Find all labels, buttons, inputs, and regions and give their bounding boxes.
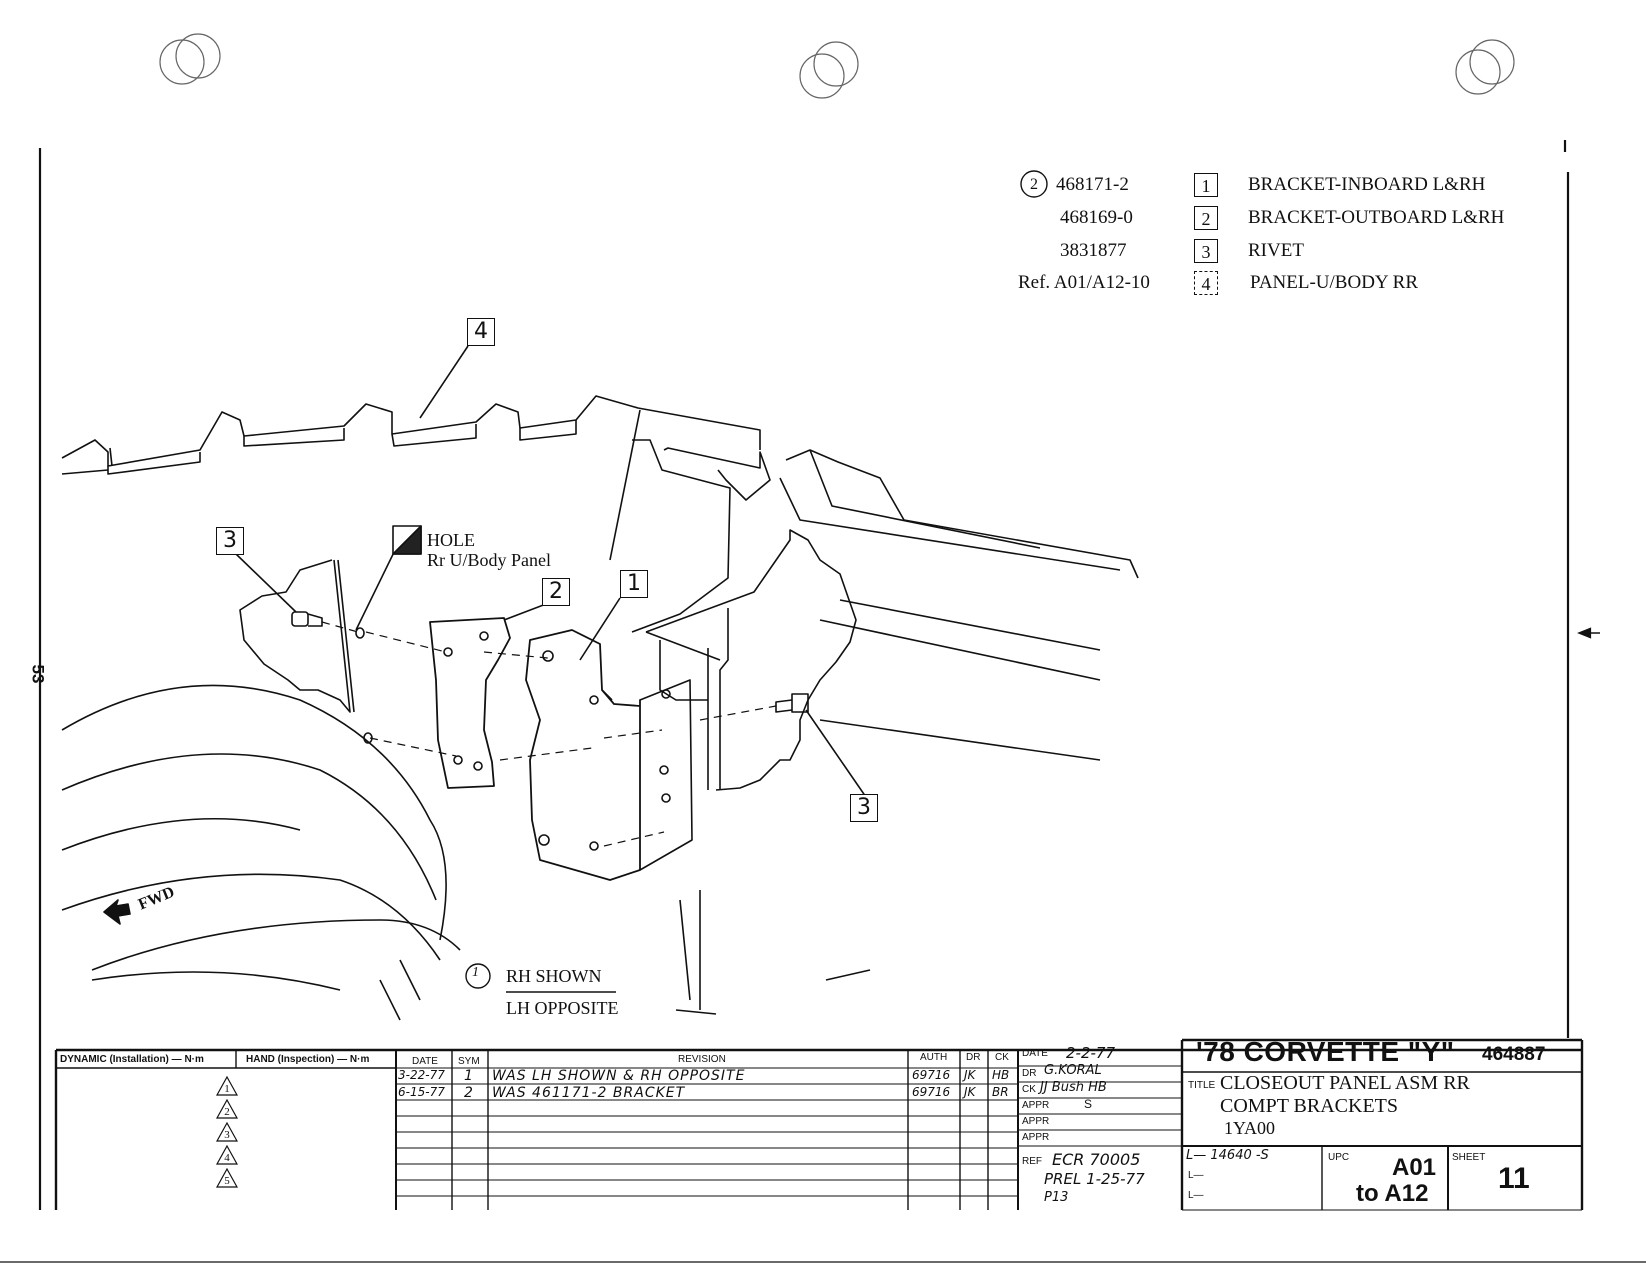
drawing-number: 464887 (1482, 1044, 1546, 1065)
parts-list-row: 468169-0 2 BRACKET-OUTBOARD L&RH (1014, 203, 1554, 233)
item-number-box: 4 (1194, 271, 1218, 295)
torque-row-marker: 4 (216, 1145, 238, 1165)
part-number: 468171-2 (1056, 174, 1129, 195)
callout-bracket-outboard: 2 (542, 578, 570, 606)
hole-sublabel: Rr U/Body Panel (427, 550, 551, 570)
revision-header-dr: DR (966, 1052, 981, 1063)
part-description: RIVET (1248, 240, 1304, 261)
model-title: '78 CORVETTE "Y" (1196, 1036, 1455, 1067)
title-line-2: COMPT BRACKETS (1220, 1095, 1399, 1117)
panel-illustration (61, 170, 1139, 1021)
approval-appr-label: APPR (1022, 1100, 1050, 1111)
torque-row-marker: 2 (216, 1099, 238, 1119)
l-line-2: L— (1188, 1170, 1204, 1181)
revision-header-date: DATE (412, 1056, 438, 1067)
revision-auth: 69716 (912, 1068, 951, 1082)
approval-appr-value: S (1084, 1097, 1093, 1111)
revision-text: WAS 461171-2 BRACKET (492, 1085, 686, 1101)
revision-dr: JK (964, 1068, 976, 1082)
torque-dynamic-header: DYNAMIC (Installation) — N·m (60, 1054, 204, 1065)
parts-list-row: Ref. A01/A12-10 4 PANEL-U/BODY RR (1014, 268, 1554, 298)
revision-date: 6-15-77 (398, 1085, 445, 1099)
approval-p: P13 (1044, 1190, 1069, 1205)
torque-row-marker: 1 (216, 1076, 238, 1096)
approval-ck-value: JJ Bush HB (1040, 1080, 1107, 1095)
frame (0, 140, 1646, 1263)
approval-ref-value: ECR 70005 (1052, 1150, 1141, 1169)
upc-value-2: to A12 (1356, 1180, 1429, 1207)
rh-shown-label: RH SHOWN (506, 966, 602, 986)
parts-list-row: 2 468171-2 1 BRACKET-INBOARD L&RH (1014, 170, 1554, 200)
approval-dr-value: G.KORAL (1044, 1063, 1102, 1078)
lh-opposite-label: LH OPPOSITE (506, 998, 619, 1018)
revision-dr: JK (964, 1085, 976, 1099)
approval-appr-label: APPR (1022, 1116, 1050, 1127)
part-number: Ref. A01/A12-10 (1018, 272, 1150, 293)
item-number-box: 1 (1194, 173, 1218, 197)
torque-row-marker: 3 (216, 1122, 238, 1142)
part-number: 468169-0 (1060, 207, 1133, 228)
approval-prel: PREL 1-25-77 (1044, 1170, 1145, 1188)
revision-text: WAS LH SHOWN & RH OPPOSITE (492, 1068, 746, 1084)
revision-header-sym: SYM (458, 1056, 480, 1067)
parts-list-row: 3831877 3 RIVET (1014, 236, 1554, 266)
callout-panel: 4 (467, 318, 495, 346)
binder-holes (159, 33, 1515, 99)
title-block-lines (54, 1038, 1584, 1211)
sheet-label: SHEET (1452, 1152, 1486, 1163)
hole-label: HOLE (427, 530, 475, 550)
note-index: 1 (472, 965, 479, 980)
revision-ck: BR (992, 1085, 1009, 1099)
revision-auth: 69716 (912, 1085, 951, 1099)
revision-header-revision: REVISION (678, 1054, 726, 1065)
title-label: TITLE (1188, 1080, 1216, 1091)
callout-bracket-inboard: 1 (620, 570, 648, 598)
sheet-value: 11 (1498, 1162, 1530, 1195)
part-number: 3831877 (1060, 240, 1127, 261)
approval-ck-label: CK (1022, 1084, 1036, 1095)
revision-header-auth: AUTH (920, 1052, 948, 1063)
part-description: BRACKET-OUTBOARD L&RH (1248, 207, 1505, 228)
revision-header-ck: CK (995, 1052, 1009, 1063)
approval-date-value: 2-2-77 (1066, 1044, 1115, 1062)
torque-hand-header: HAND (Inspection) — N·m (246, 1054, 370, 1065)
upc-value-1: A01 (1392, 1154, 1437, 1181)
l-line-1: L— 14640 -S (1186, 1148, 1269, 1163)
approval-appr-label: APPR (1022, 1132, 1050, 1143)
parts-list-index: 2 (1030, 176, 1038, 193)
torque-row-marker: 5 (216, 1168, 238, 1188)
item-number-box: 3 (1194, 239, 1218, 263)
title-line-1: CLOSEOUT PANEL ASM RR (1220, 1072, 1470, 1094)
l-line-3: L— (1188, 1190, 1204, 1201)
revision-date: 3-22-77 (398, 1068, 445, 1082)
part-description: PANEL-U/BODY RR (1250, 272, 1419, 293)
page-number: 53 (28, 664, 48, 684)
callout-rivet: 3 (216, 527, 244, 555)
title-line-3: 1YA00 (1224, 1118, 1276, 1138)
approval-date-label: DATE (1022, 1048, 1048, 1059)
item-number-box: 2 (1194, 206, 1218, 230)
callout-rivet: 3 (850, 794, 878, 822)
revision-sym: 1 (464, 1068, 473, 1084)
upc-label: UPC (1328, 1152, 1350, 1163)
approval-dr-label: DR (1022, 1068, 1037, 1079)
part-description: BRACKET-INBOARD L&RH (1248, 174, 1486, 195)
revision-ck: HB (992, 1068, 1010, 1082)
revision-sym: 2 (464, 1085, 473, 1101)
approval-ref-label: REF (1022, 1156, 1042, 1167)
